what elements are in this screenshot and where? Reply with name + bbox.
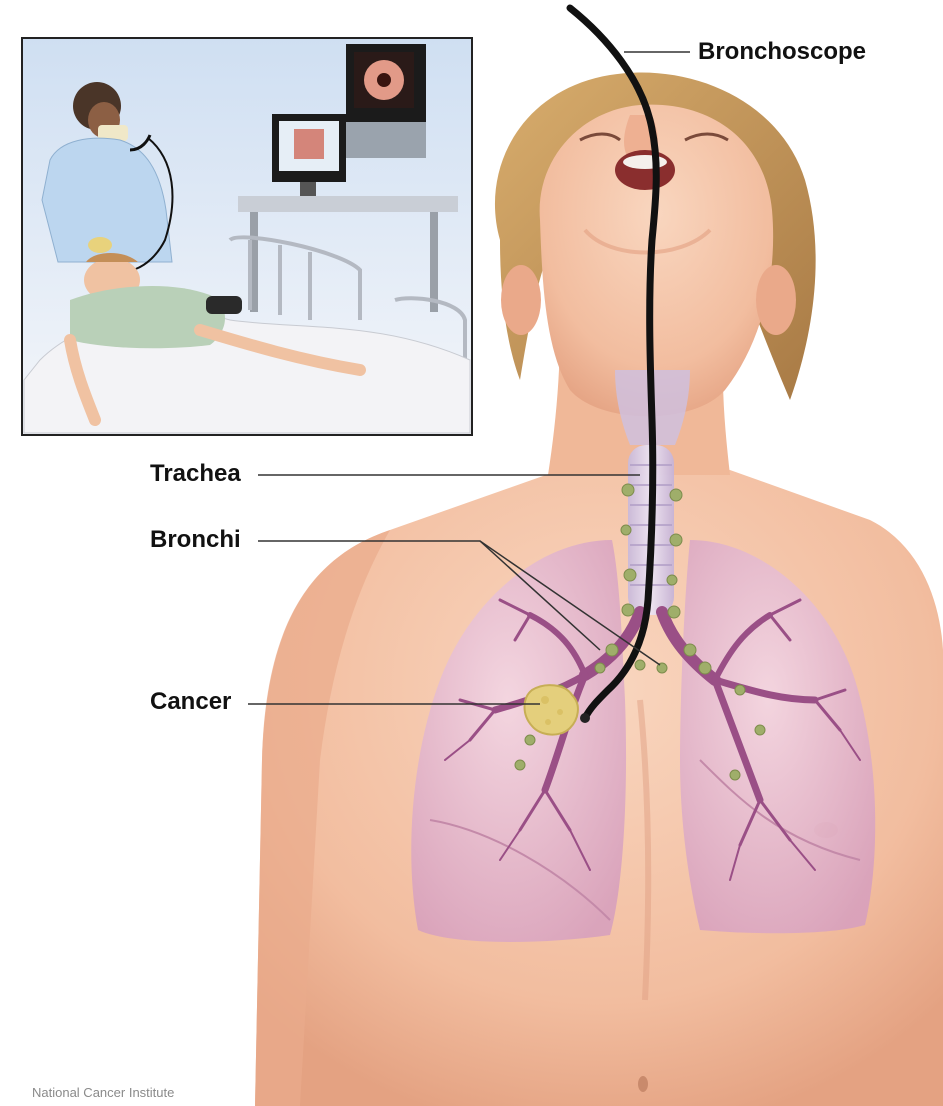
navel xyxy=(638,1076,648,1092)
credit-text: National Cancer Institute xyxy=(32,1086,174,1099)
cancer-label: Cancer xyxy=(150,690,231,714)
procedure-inset xyxy=(22,38,472,435)
left-ear xyxy=(501,265,541,335)
patient-head xyxy=(495,72,816,416)
equipment-cart xyxy=(238,196,458,212)
trachea-label: Trachea xyxy=(150,462,241,486)
right-ear xyxy=(756,265,796,335)
bronchoscope-label: Bronchoscope xyxy=(698,40,866,64)
bronchoscope-tip xyxy=(580,713,590,723)
bronchi-label: Bronchi xyxy=(150,528,241,552)
monitor-large xyxy=(346,44,426,158)
tumor xyxy=(525,685,578,734)
